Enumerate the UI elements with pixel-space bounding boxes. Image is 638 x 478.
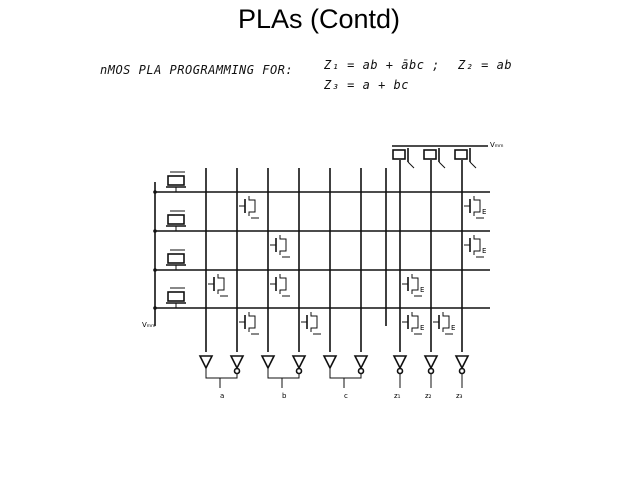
pullup-lead (407, 161, 415, 169)
inverter-triangle (392, 355, 408, 370)
junction-dot (153, 306, 157, 310)
input-output-buffers (198, 355, 470, 388)
channel (279, 235, 287, 255)
channel (248, 196, 256, 216)
or-plane-transistors: E E E E E (402, 196, 486, 335)
channel (310, 312, 318, 332)
or-plane-transistor: E (464, 196, 486, 219)
inverter-bubble (357, 367, 365, 375)
output-pullup-transistor (423, 148, 446, 169)
channel (217, 274, 225, 294)
join-wire (205, 368, 238, 379)
or-plane-transistor: E (402, 274, 424, 297)
output-label-z1: z₁ (394, 392, 401, 400)
input-buffer (322, 355, 338, 370)
inverter-bubble (295, 367, 303, 375)
input-label-a: a (220, 392, 224, 400)
equation-z3: Z₃ = a + bc (324, 78, 409, 92)
pullup-transistor (153, 287, 186, 310)
input-buffer (353, 355, 369, 375)
transistor-type-label: E (451, 324, 455, 332)
pullup-lead (469, 161, 477, 169)
pullup-transistor (153, 171, 186, 194)
slide-title: PLAs (Contd) (237, 4, 401, 34)
output-inverter (454, 355, 470, 388)
channel (248, 312, 256, 332)
input-label-c: c (344, 392, 348, 400)
and-plane-transistor (239, 196, 259, 219)
inverter-triangle (423, 355, 439, 370)
pla-grid (154, 145, 490, 352)
transistor-type-label: E (482, 208, 486, 216)
buffer-triangle (260, 355, 276, 370)
notes-heading: nMOS PLA PROGRAMMING FOR: (100, 63, 294, 77)
pullup-transistors (153, 148, 477, 310)
inverter-bubble (396, 367, 404, 375)
channel (473, 196, 481, 216)
transistor-type-label: E (420, 324, 424, 332)
inverter-bubble (427, 367, 435, 375)
pullup-channel (167, 214, 185, 225)
input-join (329, 368, 362, 388)
channel (411, 312, 419, 332)
output-pullup-transistor (454, 148, 477, 169)
input-buffer (229, 355, 245, 375)
pullup-transistor (153, 249, 186, 272)
equation-z1: Z₁ = ab + ābc ; (324, 58, 440, 72)
pullup-transistor (153, 210, 186, 233)
input-label-b: b (282, 392, 287, 400)
and-plane-transistor (239, 312, 259, 335)
and-plane-transistors (208, 196, 321, 335)
channel (442, 312, 450, 332)
input-buffer (198, 355, 214, 370)
output-label-z2: z₂ (425, 392, 432, 400)
or-plane-transistor: E (433, 312, 455, 335)
buffer-triangle (291, 355, 307, 370)
output-inverter (392, 355, 408, 388)
pullup-channel (392, 149, 406, 160)
pullup-channel (167, 175, 185, 186)
buffer-triangle (198, 355, 214, 370)
vdd-label: Vₘₘ (490, 141, 504, 149)
channel (411, 274, 419, 294)
join-wire (329, 368, 362, 379)
channel (473, 235, 481, 255)
pullup-channel (167, 253, 185, 264)
inverter-bubble (233, 367, 241, 375)
vss-label: Vₘₘ (142, 321, 156, 329)
junction-dot (153, 229, 157, 233)
and-plane-transistor (301, 312, 321, 335)
pullup-channel (423, 149, 437, 160)
inverter-triangle (454, 355, 470, 370)
junction-dot (153, 190, 157, 194)
input-buffer (260, 355, 276, 370)
output-label-z3: z₃ (456, 392, 463, 400)
input-join (267, 368, 300, 388)
junction-dot (153, 268, 157, 272)
output-pullup-transistor (392, 148, 415, 169)
transistor-type-label: E (482, 247, 486, 255)
transistor-type-label: E (420, 286, 424, 294)
input-join (205, 368, 238, 388)
input-buffer (291, 355, 307, 375)
buffer-triangle (322, 355, 338, 370)
and-plane-transistor (270, 235, 290, 258)
join-wire (267, 368, 300, 379)
inverter-bubble (458, 367, 466, 375)
buffer-triangle (229, 355, 245, 370)
and-plane-transistor (270, 274, 290, 297)
pullup-channel (454, 149, 468, 160)
and-plane-transistor (208, 274, 228, 297)
channel (279, 274, 287, 294)
equation-z2: Z₂ = ab (458, 58, 513, 72)
buffer-triangle (353, 355, 369, 370)
pullup-channel (167, 291, 185, 302)
pullup-lead (438, 161, 446, 169)
or-plane-transistor: E (464, 235, 486, 258)
output-inverter (423, 355, 439, 388)
or-plane-transistor: E (402, 312, 424, 335)
